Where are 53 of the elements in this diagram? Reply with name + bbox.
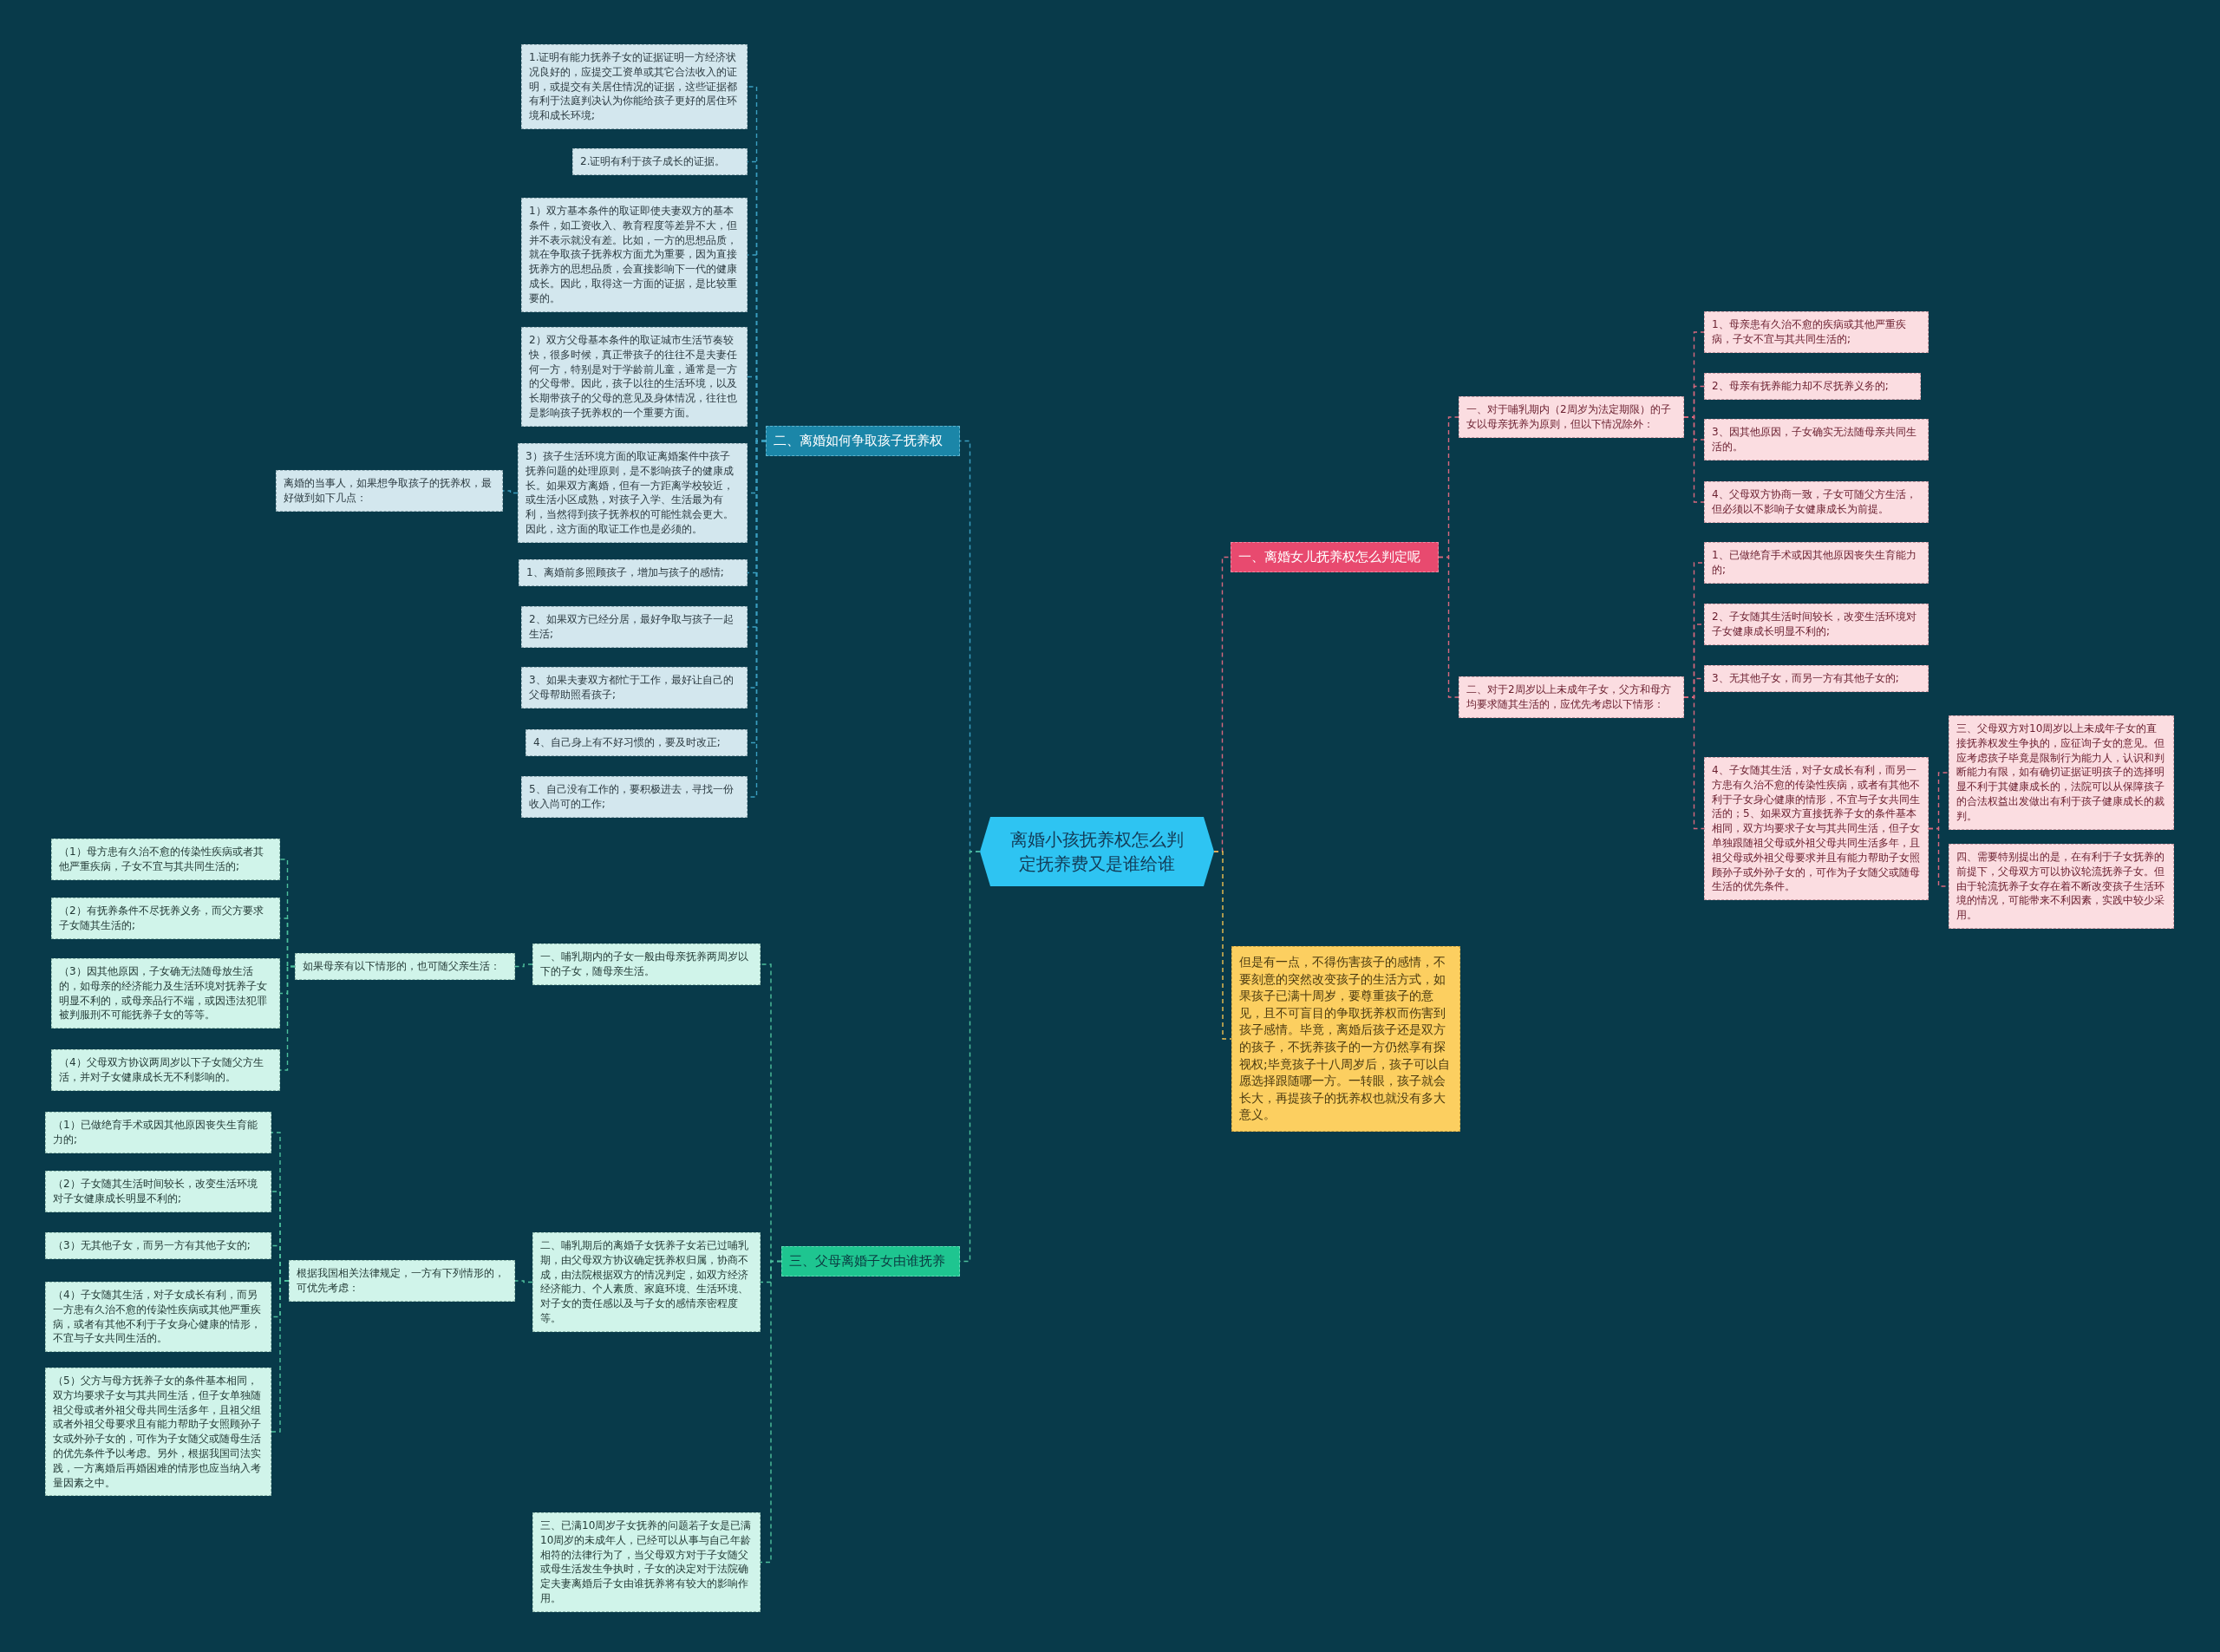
subtopic-box: 三、已满10周岁子女抚养的问题若子女是已满10周岁的未成年人，已经可以从事与自己年龄相符的法律行为了，当父母双方对于子女随父或母生活发生争执时，子女的决定对于法院确定夫妻离婚后子女由谁抚养将有较大的影响作用。 bbox=[532, 1512, 761, 1612]
central-topic-hexagon bbox=[980, 817, 1214, 886]
note-box: 但是有一点，不得伤害孩子的感情，不要刻意的突然改变孩子的生活方式，如果孩子已满十周岁，要尊重孩子的意见，且不可盲目的争取抚养权而伤害到孩子感情。毕竟，离婚后孩子还是双方的孩子，不抚养孩子的一方仍然享有探视权;毕竟孩子十八周岁后，孩子可以自愿选择跟随哪一方。一转眼，孩子就会长大，再提孩子的抚养权也就没有多大意义。 bbox=[1231, 946, 1460, 1132]
subtopic-box: （5）父方与母方抚养子女的条件基本相同，双方均要求子女与其共同生活，但子女单独随祖父母或者外祖父母共同生活多年，且祖父组或者外祖父母要求且有能力帮助子女照顾孙子女或外孙子女的，可作为子女随父或随母生活的优先条件予以考虑。另外，根据我国司法实践，一方离婚后再婚困难的情形也应当纳入考量因素之中。 bbox=[45, 1368, 271, 1497]
subtopic-box: （3）无其他子女，而另一方有其他子女的; bbox=[45, 1232, 271, 1259]
subtopic-box: 三、父母双方对10周岁以上未成年子女的直接抚养权发生争执的，应征询子女的意见。但应考虑孩子毕竟是限制行为能力人，认识和判断能力有限，如有确切证据证明孩子的选择明显不利于其健康成长的，法院可以从保障孩子的合法权益出发做出有利于孩子健康成长的裁判。 bbox=[1949, 715, 2174, 830]
subtopic-box: （3）因其他原因，子女确无法随母放生活的，如母亲的经济能力及生活环境对抚养子女明显不利的，或母亲品行不端，或因违法犯罪被判服刑不可能抚养子女的等等。 bbox=[51, 958, 280, 1029]
subtopic-box: 一、哺乳期内的子女一般由母亲抚养两周岁以下的子女，随母亲生活。 bbox=[532, 944, 761, 985]
subtopic-box: 1）双方基本条件的取证即使夫妻双方的基本条件，如工资收入、教育程度等差异不大，但并不表示就没有差。比如，一方的思想品质，就在争取孩子抚养权方面尤为重要，因为直接抚养方的思想品质，会直接影响下一代的健康成长。因此，取得这一方面的证据，是比较重要的。 bbox=[521, 198, 748, 312]
subtopic-box: （4）父母双方协议两周岁以下子女随父方生活，并对子女健康成长无不利影响的。 bbox=[51, 1049, 280, 1091]
subtopic-box: 2、母亲有抚养能力却不尽抚养义务的; bbox=[1704, 373, 1921, 400]
subtopic-box: （1）母方患有久治不愈的传染性疾病或者其他严重疾病，子女不宜与其共同生活的; bbox=[51, 839, 280, 880]
subtopic-box: 离婚的当事人，如果想争取孩子的抚养权，最好做到如下几点： bbox=[276, 470, 503, 512]
subtopic-box: 4、子女随其生活，对子女成长有利，而另一方患有久治不愈的传染性疾病，或者有其他不利于子女身心健康的情形，不宜与子女共同生活的；5、如果双方直接抚养子女的条件基本相同，双方均要求子女与其共同生活，但子女单独跟随祖父母或外祖父母共同生活多年，且祖父母或外祖父母要求并且有能力帮助子女照顾孙子或外孙子女的，可作为子女随父或随母生活的优先条件。 bbox=[1704, 757, 1929, 901]
subtopic-box: 2、子女随其生活时间较长，改变生活环境对子女健康成长明显不利的; bbox=[1704, 604, 1929, 645]
subtopic-box: （2）子女随其生活时间较长，改变生活环境对子女健康成长明显不利的; bbox=[45, 1171, 271, 1212]
subtopic-box: 2.证明有利于孩子成长的证据。 bbox=[572, 148, 748, 175]
connector-line bbox=[1683, 416, 1705, 503]
connector-line bbox=[760, 1260, 782, 1564]
subtopic-box: 3、无其他子女，而另一方有其他子女的; bbox=[1704, 665, 1929, 692]
connector-line bbox=[279, 965, 296, 1071]
connector-line bbox=[514, 1280, 533, 1283]
connector-line bbox=[514, 963, 533, 968]
connector-line bbox=[502, 490, 519, 494]
subtopic-box: 3、如果夫妻双方都忙于工作，最好让自己的父母帮助照看孩子; bbox=[521, 667, 748, 708]
subtopic-box: 3）孩子生活环境方面的取证离婚案件中孩子抚养问题的处理原则，是不影响孩子的健康成长。如果双方离婚，但有一方距离学校较近，或生活小区成熟，对孩子入学、生活最为有利，当然得到孩子抚养权的可能性就会更大。因此，这方面的取证工作也是必须的。 bbox=[518, 443, 748, 543]
subtopic-box: 4、自己身上有不好习惯的，要及时改正; bbox=[526, 729, 748, 756]
subtopic-box: 1.证明有能力抚养子女的证据证明一方经济状况良好的，应提交工资单或其它合法收入的证明，或提交有关居住情况的证据，这些证据都有利于法庭判决认为你能给孩子更好的居住环境和成长环境; bbox=[521, 44, 748, 129]
subtopic-box: 根据我国相关法律规定，一方有下列情形的，可优先考虑： bbox=[289, 1260, 515, 1302]
subtopic-box: （4）子女随其生活，对子女成长有利，而另一方患有久治不愈的传染性疾病或其他严重疾病，或者有其他不利于子女身心健康的情形，不宜与子女共同生活的。 bbox=[45, 1282, 271, 1353]
branch-topic: 二、离婚如何争取孩子抚养权 bbox=[766, 426, 960, 456]
connector-line bbox=[271, 1280, 290, 1433]
central-topic-text: 离婚小孩抚养权怎么判定抚养费又是谁给谁 bbox=[1009, 828, 1185, 876]
subtopic-box: 1、离婚前多照顾孩子，增加与孩子的感情; bbox=[519, 559, 748, 586]
subtopic-box: 二、对于2周岁以上未成年子女，父方和母方均要求随其生活的，应优先考虑以下情形： bbox=[1459, 676, 1684, 718]
subtopic-box: （2）有抚养条件不尽抚养义务，而父方要求子女随其生活的; bbox=[51, 898, 280, 939]
connector-line bbox=[1213, 851, 1232, 1040]
subtopic-box: 2）双方父母基本条件的取证城市生活节奏较快，很多时候，真正带孩子的往往不是夫妻任何一方，特别是对于学龄前儿童，通常是一方的父母带。因此，孩子以往的生活环境，以及长期带孩子的父母的意见及身体情况，往往也是影响孩子抚养权的一个重要方面。 bbox=[521, 327, 748, 427]
connector-line bbox=[1438, 556, 1459, 698]
subtopic-box: （1）已做绝育手术或因其他原因丧失生育能力的; bbox=[45, 1112, 271, 1153]
subtopic-box: 1、已做绝育手术或因其他原因丧失生育能力的; bbox=[1704, 542, 1929, 584]
subtopic-box: 一、对于哺乳期内（2周岁为法定期限）的子女以母亲抚养为原则，但以下情况除外： bbox=[1459, 396, 1684, 438]
subtopic-box: 2、如果双方已经分居，最好争取与孩子一起生活; bbox=[521, 606, 748, 648]
subtopic-box: 四、需要特别提出的是，在有利于子女抚养的前提下，父母双方可以协议轮流抚养子女。但由于轮流抚养子女存在着不断改变孩子生活环境的情况，可能带来不利因素，实践中较少采用。 bbox=[1949, 844, 2174, 929]
branch-topic: 一、离婚女儿抚养权怎么判定呢 bbox=[1231, 542, 1439, 572]
subtopic-box: 二、哺乳期后的离婚子女抚养子女若已过哺乳期，由父母双方协议确定抚养权归属，协商不成，由法院根据双方的情况判定，如双方经济经济能力、个人素质、家庭环境、生活环境、对子女的责任感以及与子女的感情亲密程度等。 bbox=[532, 1232, 761, 1332]
branch-topic: 三、父母离婚子女由谁抚养 bbox=[781, 1246, 960, 1277]
subtopic-box: 1、母亲患有久治不愈的疾病或其他严重疾病，子女不宜与其共同生活的; bbox=[1704, 311, 1929, 353]
subtopic-box: 如果母亲有以下情形的，也可随父亲生活： bbox=[295, 953, 515, 980]
connector-line bbox=[1683, 696, 1705, 830]
subtopic-box: 4、父母双方协商一致，子女可随父方生活，但必须以不影响子女健康成长为前提。 bbox=[1704, 481, 1929, 523]
subtopic-box: 3、因其他原因，子女确实无法随母亲共同生活的。 bbox=[1704, 419, 1929, 460]
subtopic-box: 5、自己没有工作的，要积极进去，寻找一份收入尚可的工作; bbox=[521, 776, 748, 818]
